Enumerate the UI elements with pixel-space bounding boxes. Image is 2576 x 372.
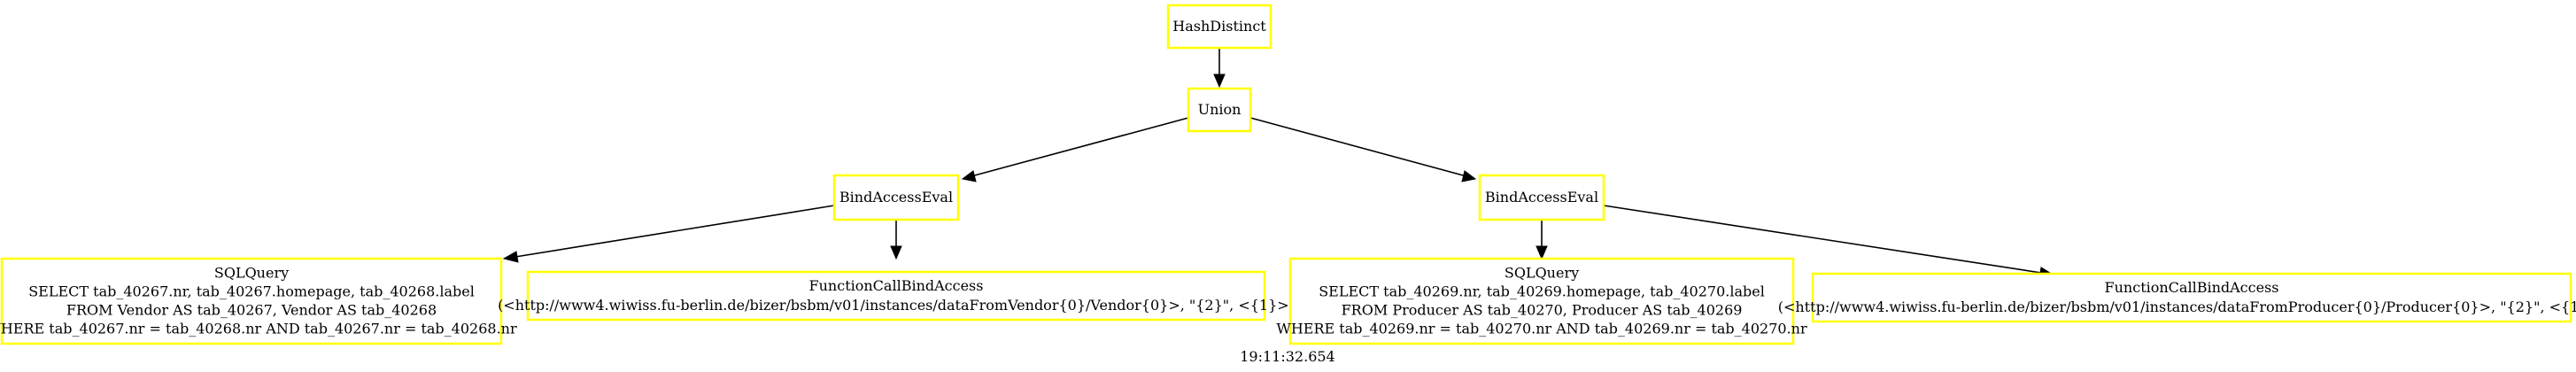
node-label-line: (<http://www4.wiwiss.fu-berlin.de/bizer/…: [498, 297, 1295, 314]
node-box: [1478, 174, 1605, 221]
node-box: [1166, 4, 1273, 50]
node-label-line: (<http://www4.wiwiss.fu-berlin.de/bizer/…: [1778, 298, 2576, 315]
node-box: [832, 174, 960, 221]
node-hash-distinct: HashDistinct: [1166, 4, 1273, 50]
node-label-line: BindAccessEval: [1485, 189, 1598, 205]
node-label-line: WHERE tab_40267.nr = tab_40268.nr AND ta…: [0, 321, 517, 337]
node-function-call-right: FunctionCallBindAccess (<http://www4.wiwi…: [1778, 272, 2576, 323]
node-box: [1187, 87, 1252, 133]
node-bind-access-eval-right: BindAccessEval: [1478, 174, 1605, 221]
edge-union-bindaccesseval-left: [971, 117, 1189, 177]
node-label-line: BindAccessEval: [839, 189, 953, 205]
node-union: Union: [1187, 87, 1252, 133]
edges: [502, 48, 2054, 279]
node-label-line: Union: [1198, 101, 1242, 118]
node-label-line: WHERE tab_40269.nr = tab_40270.nr AND ta…: [1276, 321, 1807, 337]
arrow-head: [890, 245, 902, 260]
arrow-head: [502, 251, 519, 263]
node-label-line: SQLQuery: [214, 265, 289, 282]
arrow-head: [1213, 74, 1226, 89]
node-label-line: SELECT tab_40267.nr, tab_40267.homepage,…: [28, 283, 475, 300]
edge-bindaccesseval-right-functioncall-right: [1603, 205, 2042, 274]
arrow-head: [1461, 170, 1477, 182]
node-label-line: FROM Vendor AS tab_40267, Vendor AS tab_…: [66, 302, 437, 319]
node-function-call-left: FunctionCallBindAccess (<http://www4.wiwi…: [498, 270, 1295, 322]
node-label-line: SQLQuery: [1505, 265, 1579, 282]
node-label-line: FunctionCallBindAccess: [809, 277, 984, 294]
edge-union-bindaccesseval-right: [1249, 117, 1467, 177]
node-label-line: FROM Producer AS tab_40270, Producer AS …: [1342, 302, 1743, 319]
edge-bindaccesseval-left-sqlquery-left: [514, 205, 835, 258]
node-label-line: SELECT tab_40269.nr, tab_40269.homepage,…: [1319, 283, 1765, 300]
node-box: [526, 270, 1266, 322]
arrow-head: [961, 170, 977, 182]
node-box: [1288, 257, 1795, 345]
timestamp: 19:11:32.654: [1240, 348, 1334, 365]
node-label-line: HashDistinct: [1172, 18, 1266, 35]
node-bind-access-eval-left: BindAccessEval: [832, 174, 960, 221]
node-box: [0, 257, 503, 345]
node-box: [1811, 272, 2572, 323]
node-label-line: FunctionCallBindAccess: [2105, 279, 2279, 296]
arrow-head: [1536, 245, 1548, 260]
